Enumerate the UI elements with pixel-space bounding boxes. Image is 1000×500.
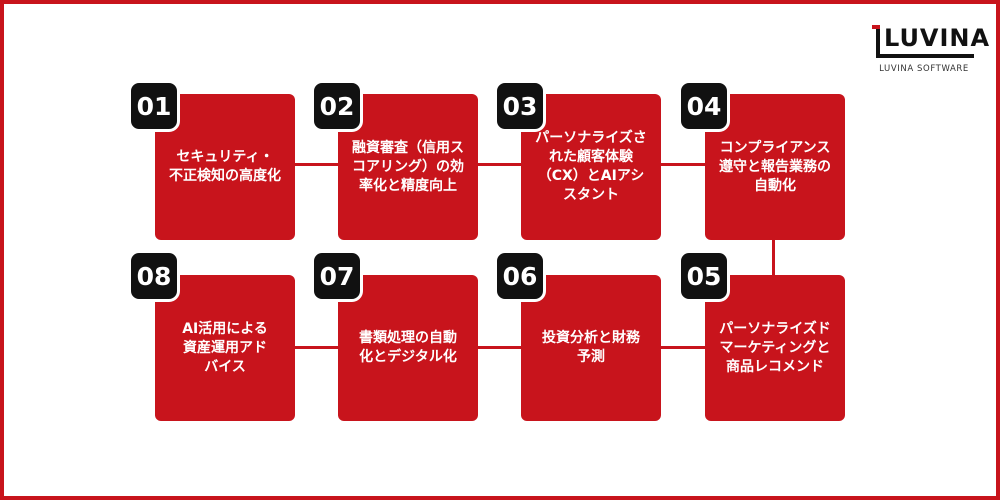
logo-wordmark: LUVINA [884, 24, 991, 52]
badge-01: 01 [128, 80, 180, 132]
luvina-logo: LUVINA LUVINA SOFTWARE [870, 22, 989, 80]
card-07-label: 書類処理の自動 化とデジタル化 [359, 330, 457, 365]
badge-06: 06 [494, 250, 546, 302]
badge-02: 02 [311, 80, 363, 132]
card-07: 書類処理の自動 化とデジタル化 [338, 275, 478, 421]
badge-05: 05 [678, 250, 730, 302]
logo-bracket-icon [872, 25, 974, 58]
connector-row1 [290, 163, 720, 166]
card-04-label: コンプライアンス 遵守と報告業務の 自動化 [719, 139, 831, 194]
connector-04-05 [772, 230, 775, 290]
card-08: AI活用による 資産運用アド バイス [155, 275, 295, 421]
badge-03: 03 [494, 80, 546, 132]
card-05: パーソナライズド マーケティングと 商品レコメンド [705, 275, 845, 421]
badge-07: 07 [311, 250, 363, 302]
badge-08: 08 [128, 250, 180, 302]
card-02-label: 融資審査（信用ス コアリング）の効 率化と精度向上 [352, 139, 464, 194]
card-08-label: AI活用による 資産運用アド バイス [182, 320, 268, 375]
badge-04: 04 [678, 80, 730, 132]
card-01-label: セキュリティ・ 不正検知の高度化 [169, 149, 281, 184]
card-05-label: パーソナライズド マーケティングと 商品レコメンド [719, 320, 831, 375]
card-06-label: 投資分析と財務 予測 [542, 330, 640, 365]
card-03-label: パーソナライズさ れた顧客体験 （CX）とAIアシ スタント [535, 130, 647, 203]
card-06: 投資分析と財務 予測 [521, 275, 661, 421]
logo-subtitle: LUVINA SOFTWARE [879, 64, 969, 74]
connector-row2 [290, 346, 720, 349]
